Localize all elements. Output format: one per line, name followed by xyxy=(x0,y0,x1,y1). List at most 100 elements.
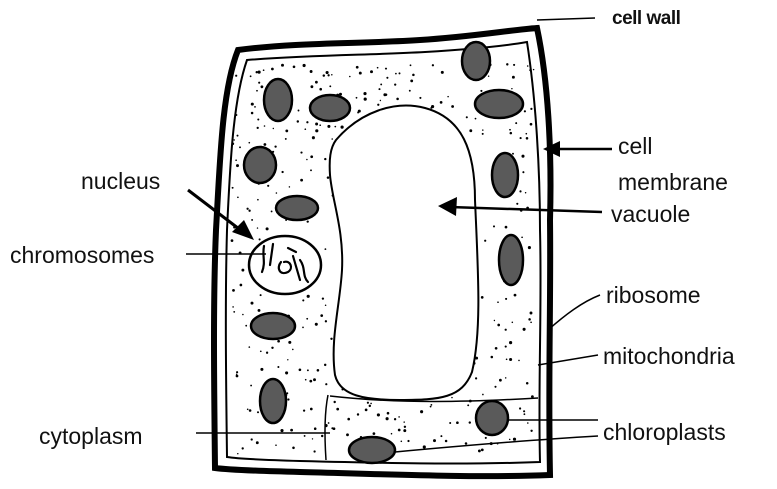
cytoplasm-dot xyxy=(239,146,241,148)
cytoplasm-dot xyxy=(288,341,291,344)
label-vacuole: vacuole xyxy=(611,203,690,226)
cytoplasm-dot xyxy=(410,79,413,82)
cytoplasm-dot xyxy=(307,369,309,371)
cytoplasm-dot xyxy=(403,429,406,432)
cytoplasm-dot xyxy=(326,71,329,74)
label-ribosome: ribosome xyxy=(606,284,701,307)
cytoplasm-dot xyxy=(258,71,261,74)
label-nucleus: nucleus xyxy=(81,170,160,193)
cytoplasm-dot xyxy=(302,327,304,329)
cytoplasm-dot xyxy=(258,82,260,84)
cytoplasm-dot xyxy=(257,199,259,201)
cytoplasm-dot xyxy=(370,403,372,405)
cytoplasm-dot xyxy=(325,305,327,307)
cytoplasm-dot xyxy=(285,371,288,374)
cytoplasm-dot xyxy=(305,379,307,381)
cytoplasm-dot xyxy=(530,312,533,315)
cytoplasm-dot xyxy=(266,352,268,354)
cytoplasm-dot xyxy=(359,72,362,75)
cytoplasm-dot xyxy=(513,438,516,441)
cytoplasm-dot xyxy=(465,442,468,445)
cytoplasm-dot xyxy=(495,347,498,350)
cytoplasm-dot xyxy=(396,98,399,101)
cytoplasm-dot xyxy=(431,105,434,108)
cytoplasm-dot xyxy=(327,125,330,128)
cytoplasm-dot xyxy=(267,185,269,187)
cytoplasm-dot xyxy=(232,306,234,308)
cytoplasm-dot xyxy=(245,325,247,327)
cytoplasm-dot xyxy=(475,118,477,120)
cytoplasm-dot xyxy=(509,129,511,131)
cytoplasm-dot xyxy=(235,159,237,161)
cytoplasm-dot xyxy=(313,378,316,381)
cytoplasm-dot xyxy=(482,129,483,130)
cytoplasm-dot xyxy=(307,295,310,298)
cytoplasm-dot xyxy=(484,240,486,242)
cytoplasm-dot xyxy=(510,132,513,135)
cytoplasm-dot xyxy=(275,444,277,446)
cytoplasm-dot xyxy=(261,85,264,88)
cytoplasm-dot xyxy=(521,236,523,238)
chloroplast xyxy=(244,147,276,183)
cytoplasm-dot xyxy=(328,422,330,424)
chloroplast xyxy=(476,401,508,435)
cytoplasm-dot xyxy=(440,101,443,104)
cytoplasm-dot xyxy=(277,340,280,343)
cytoplasm-dot xyxy=(356,66,359,69)
cytoplasm-dot xyxy=(320,314,323,317)
cytoplasm-dot xyxy=(512,322,514,324)
cytoplasm-dot xyxy=(347,418,350,421)
cytoplasm-dot xyxy=(505,346,507,348)
cytoplasm-dot xyxy=(312,438,313,439)
cytoplasm-dot xyxy=(509,358,512,361)
cytoplasm-dot xyxy=(327,176,330,179)
cytoplasm-dot xyxy=(233,139,234,140)
cytoplasm-dot xyxy=(364,98,367,101)
cytoplasm-dot xyxy=(315,81,318,84)
cytoplasm-dot xyxy=(242,314,244,316)
cytoplasm-dot xyxy=(523,413,525,415)
cytoplasm-dot xyxy=(385,93,387,95)
cytoplasm-dot xyxy=(281,64,284,67)
cytoplasm-dot xyxy=(430,406,432,408)
cytoplasm-dot xyxy=(380,100,381,101)
cytoplasm-dot xyxy=(310,155,313,158)
cytoplasm-dot xyxy=(433,439,436,442)
cytoplasm-dot xyxy=(325,320,327,322)
cytoplasm-dot xyxy=(412,74,415,77)
cytoplasm-dot xyxy=(307,220,309,222)
cytoplasm-dot xyxy=(377,104,379,106)
cytoplasm-dot xyxy=(235,114,237,116)
cytoplasm-dot xyxy=(485,437,487,439)
cytoplasm-dot xyxy=(525,133,527,135)
cytoplasm-dot xyxy=(232,187,234,189)
cytoplasm-dot xyxy=(516,203,518,205)
cytoplasm-dot xyxy=(386,417,389,420)
cytoplasm-dot xyxy=(520,137,522,139)
cytoplasm-dot xyxy=(280,429,283,432)
cytoplasm-dot xyxy=(511,88,512,89)
cytoplasm-dot xyxy=(292,349,294,351)
cytoplasm-dot xyxy=(300,179,303,182)
cytoplasm-dot xyxy=(499,379,502,382)
cytoplasm-dot xyxy=(482,133,484,135)
cytoplasm-dot xyxy=(522,171,524,173)
cytoplasm-dot xyxy=(386,77,388,79)
cytoplasm-dot xyxy=(237,453,238,454)
cytoplasm-dot xyxy=(317,369,320,372)
cytoplasm-dot xyxy=(236,164,239,167)
cytoplasm-dot xyxy=(306,318,308,320)
label-chloroplasts: chloroplasts xyxy=(603,421,726,444)
cell-wall-leader xyxy=(537,18,595,20)
cytoplasm-dot xyxy=(420,410,423,413)
cytoplasm-dot xyxy=(401,441,403,443)
cytoplasm-dot xyxy=(310,85,313,88)
chloroplast xyxy=(492,153,518,197)
cytoplasm-dot xyxy=(512,76,515,79)
cytoplasm-dot xyxy=(264,143,267,146)
cytoplasm-dot xyxy=(432,64,434,66)
cytoplasm-dot xyxy=(260,350,262,352)
cytoplasm-dot xyxy=(236,371,238,373)
cytoplasm-dot xyxy=(232,143,235,146)
cytoplasm-dot xyxy=(330,338,332,340)
